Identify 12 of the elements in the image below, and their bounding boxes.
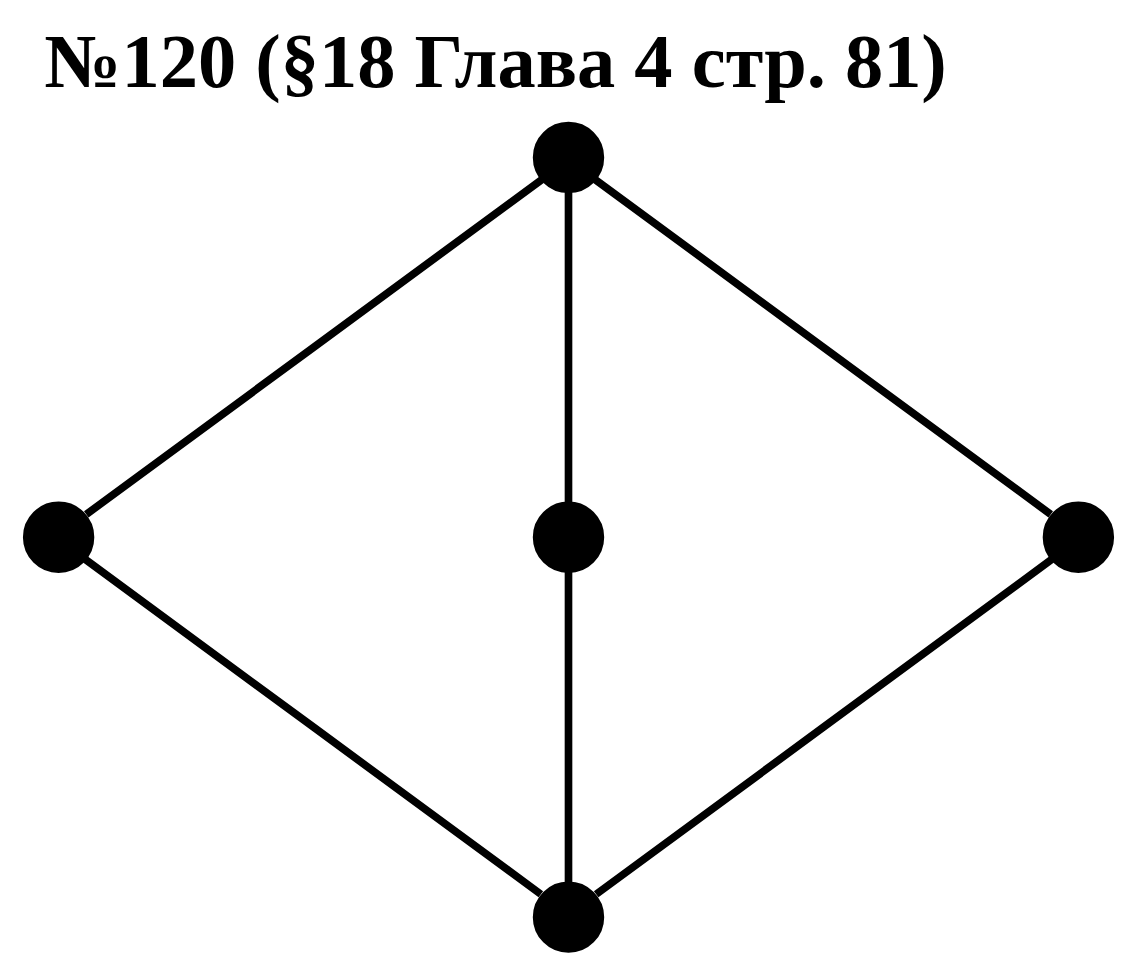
connector	[564, 571, 573, 883]
node-circle	[22, 501, 95, 573]
connector	[83, 556, 544, 898]
node-circle	[532, 501, 605, 573]
diagram-title: №120 (§18 Глава 4 стр. 81)	[44, 19, 947, 105]
connector	[84, 176, 545, 518]
node-circle	[1042, 501, 1115, 573]
connector	[592, 176, 1053, 518]
connector	[564, 191, 573, 503]
node-circle	[532, 881, 605, 953]
connector	[593, 556, 1054, 898]
node-circle	[532, 121, 605, 194]
